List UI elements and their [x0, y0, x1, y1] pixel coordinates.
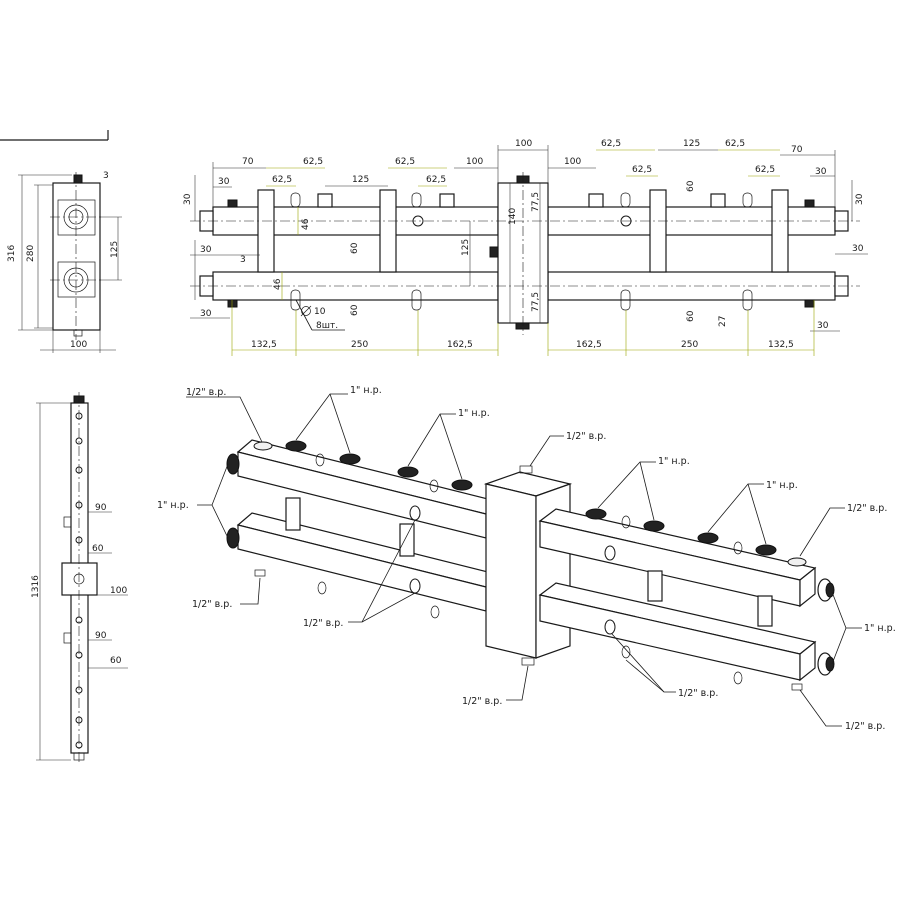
dim-front-125-right: 125	[683, 139, 700, 149]
dim-front-62-5-2: 62,5	[272, 175, 292, 185]
dim-side-280: 280	[26, 245, 36, 262]
callout-one-inch-2: 1" н.р.	[458, 408, 490, 419]
dim-long-90a: 90	[95, 503, 107, 513]
hole-count: 8шт.	[316, 321, 338, 331]
dim-front-30-left: 30	[218, 177, 230, 187]
dim-front-100-right: 100	[564, 157, 581, 167]
dim-front-70-right: 70	[791, 145, 803, 155]
dim-front-60-d: 60	[686, 310, 696, 322]
callout-one-inch-6: 1" н.р.	[864, 623, 896, 634]
dim-front-125-left: 125	[352, 175, 369, 185]
dim-front-62-5-8: 62,5	[755, 165, 775, 175]
dim-long-60b: 60	[110, 656, 122, 666]
dim-front-162-5-right: 162,5	[576, 340, 602, 350]
dim-front-125-v: 125	[461, 239, 471, 256]
long-side-view: 1316 90 60 100 90 60	[31, 392, 128, 765]
dim-side-100: 100	[70, 340, 87, 350]
dim-front-140: 140	[508, 208, 518, 225]
dim-long-90b: 90	[95, 631, 107, 641]
callout-one-inch-1: 1" н.р.	[350, 385, 382, 396]
dim-front-70-left: 70	[242, 157, 254, 167]
dim-front-30-vleft: 30	[183, 193, 193, 205]
callout-one-inch-3: 1" н.р.	[658, 456, 690, 467]
callout-half-inch-8: 1/2" в.р.	[845, 721, 885, 732]
dim-front-60-a: 60	[350, 242, 360, 254]
dim-front-62-5-3: 62,5	[395, 157, 415, 167]
dim-front-46-a: 46	[301, 218, 311, 230]
callouts: 1/2" в.р. 1" н.р. 1" н.р. 1/2" в.р. 1" н…	[157, 385, 896, 732]
dim-front-27: 27	[718, 316, 728, 327]
callout-half-inch-3: 1/2" в.р.	[847, 503, 887, 514]
dim-front-162-5-left: 162,5	[447, 340, 473, 350]
dim-side-125: 125	[110, 241, 120, 258]
dim-front-77-5-a: 77,5	[531, 192, 541, 212]
dim-side-3: 3	[103, 171, 109, 181]
dim-side-316: 316	[7, 245, 17, 262]
dim-front-132-5-right: 132,5	[768, 340, 794, 350]
callout-one-inch-5: 1" н.р.	[157, 500, 189, 511]
dim-front-30-vright: 30	[855, 193, 865, 205]
callout-half-inch-5: 1/2" в.р.	[303, 618, 343, 629]
front-view	[190, 172, 860, 335]
isometric-view	[226, 439, 835, 691]
dim-front-62-5-5: 62,5	[601, 139, 621, 149]
dim-long-100: 100	[110, 586, 127, 596]
dim-front-30-bright: 30	[817, 321, 829, 331]
long-center-block	[61, 562, 98, 596]
side-view: 316 280 125 3 100	[7, 171, 122, 353]
dim-long-1316: 1316	[31, 575, 41, 598]
dim-front-132-5-left: 132,5	[251, 340, 277, 350]
frame-corner	[0, 130, 109, 141]
dim-front-62-5-4: 62,5	[426, 175, 446, 185]
dim-front-250-left: 250	[351, 340, 368, 350]
callout-half-inch-2: 1/2" в.р.	[566, 431, 606, 442]
callout-half-inch-4: 1/2" в.р.	[192, 599, 232, 610]
dim-front-60-b: 60	[350, 304, 360, 316]
dim-front-30-mright: 30	[852, 244, 864, 254]
dim-front-30-right: 30	[815, 167, 827, 177]
hole-diameter: 10	[314, 307, 326, 317]
dim-front-30-bleft: 30	[200, 309, 212, 319]
callout-half-inch-1: 1/2" в.р.	[186, 387, 226, 398]
dim-front-77-5-b: 77,5	[531, 292, 541, 312]
callout-one-inch-4: 1" н.р.	[766, 480, 798, 491]
dim-front-60-c: 60	[686, 180, 696, 192]
dim-front-30-mleft: 30	[200, 245, 212, 255]
dim-front-250-right: 250	[681, 340, 698, 350]
dim-front-62-5-7: 62,5	[725, 139, 745, 149]
dim-front-62-5-1: 62,5	[303, 157, 323, 167]
callout-half-inch-7: 1/2" в.р.	[678, 688, 718, 699]
dim-long-60a: 60	[92, 544, 104, 554]
dim-front-62-5-6: 62,5	[632, 165, 652, 175]
dim-front-100-left: 100	[466, 157, 483, 167]
side-body	[52, 182, 101, 331]
dim-front-3: 3	[240, 255, 246, 265]
front-dimensions: 70 30 125 100 100 100 125 70 30 30 30 3 …	[183, 139, 868, 356]
callout-half-inch-6: 1/2" в.р.	[462, 696, 502, 707]
dim-front-100-top: 100	[515, 139, 532, 149]
dim-front-46-b: 46	[273, 278, 283, 290]
